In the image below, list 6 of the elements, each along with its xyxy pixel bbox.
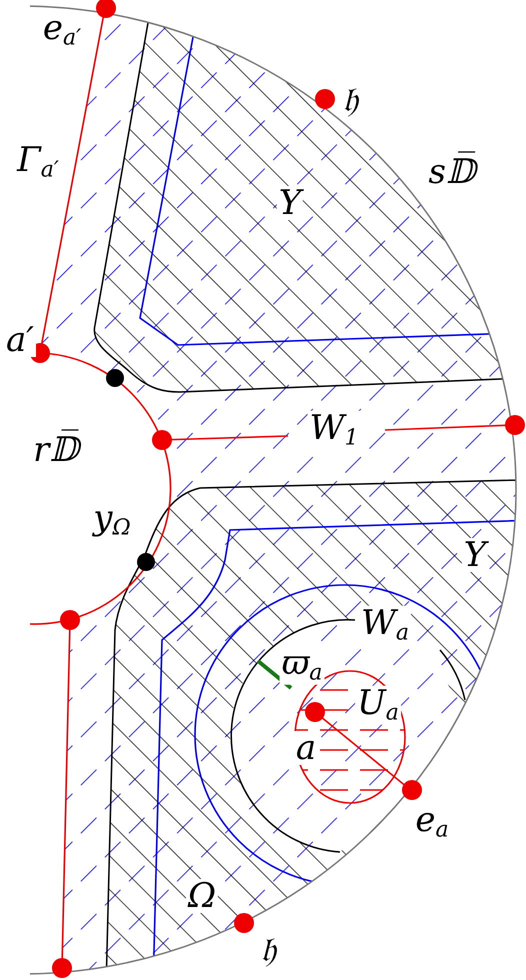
math-label: Y — [462, 538, 488, 572]
math-label: U$_{a}$ — [355, 686, 401, 724]
math-label: Y — [276, 186, 304, 220]
math-label: W$_{1}$ — [308, 410, 360, 450]
math-label: a′ — [4, 323, 36, 357]
math-label: Ω — [186, 879, 218, 913]
